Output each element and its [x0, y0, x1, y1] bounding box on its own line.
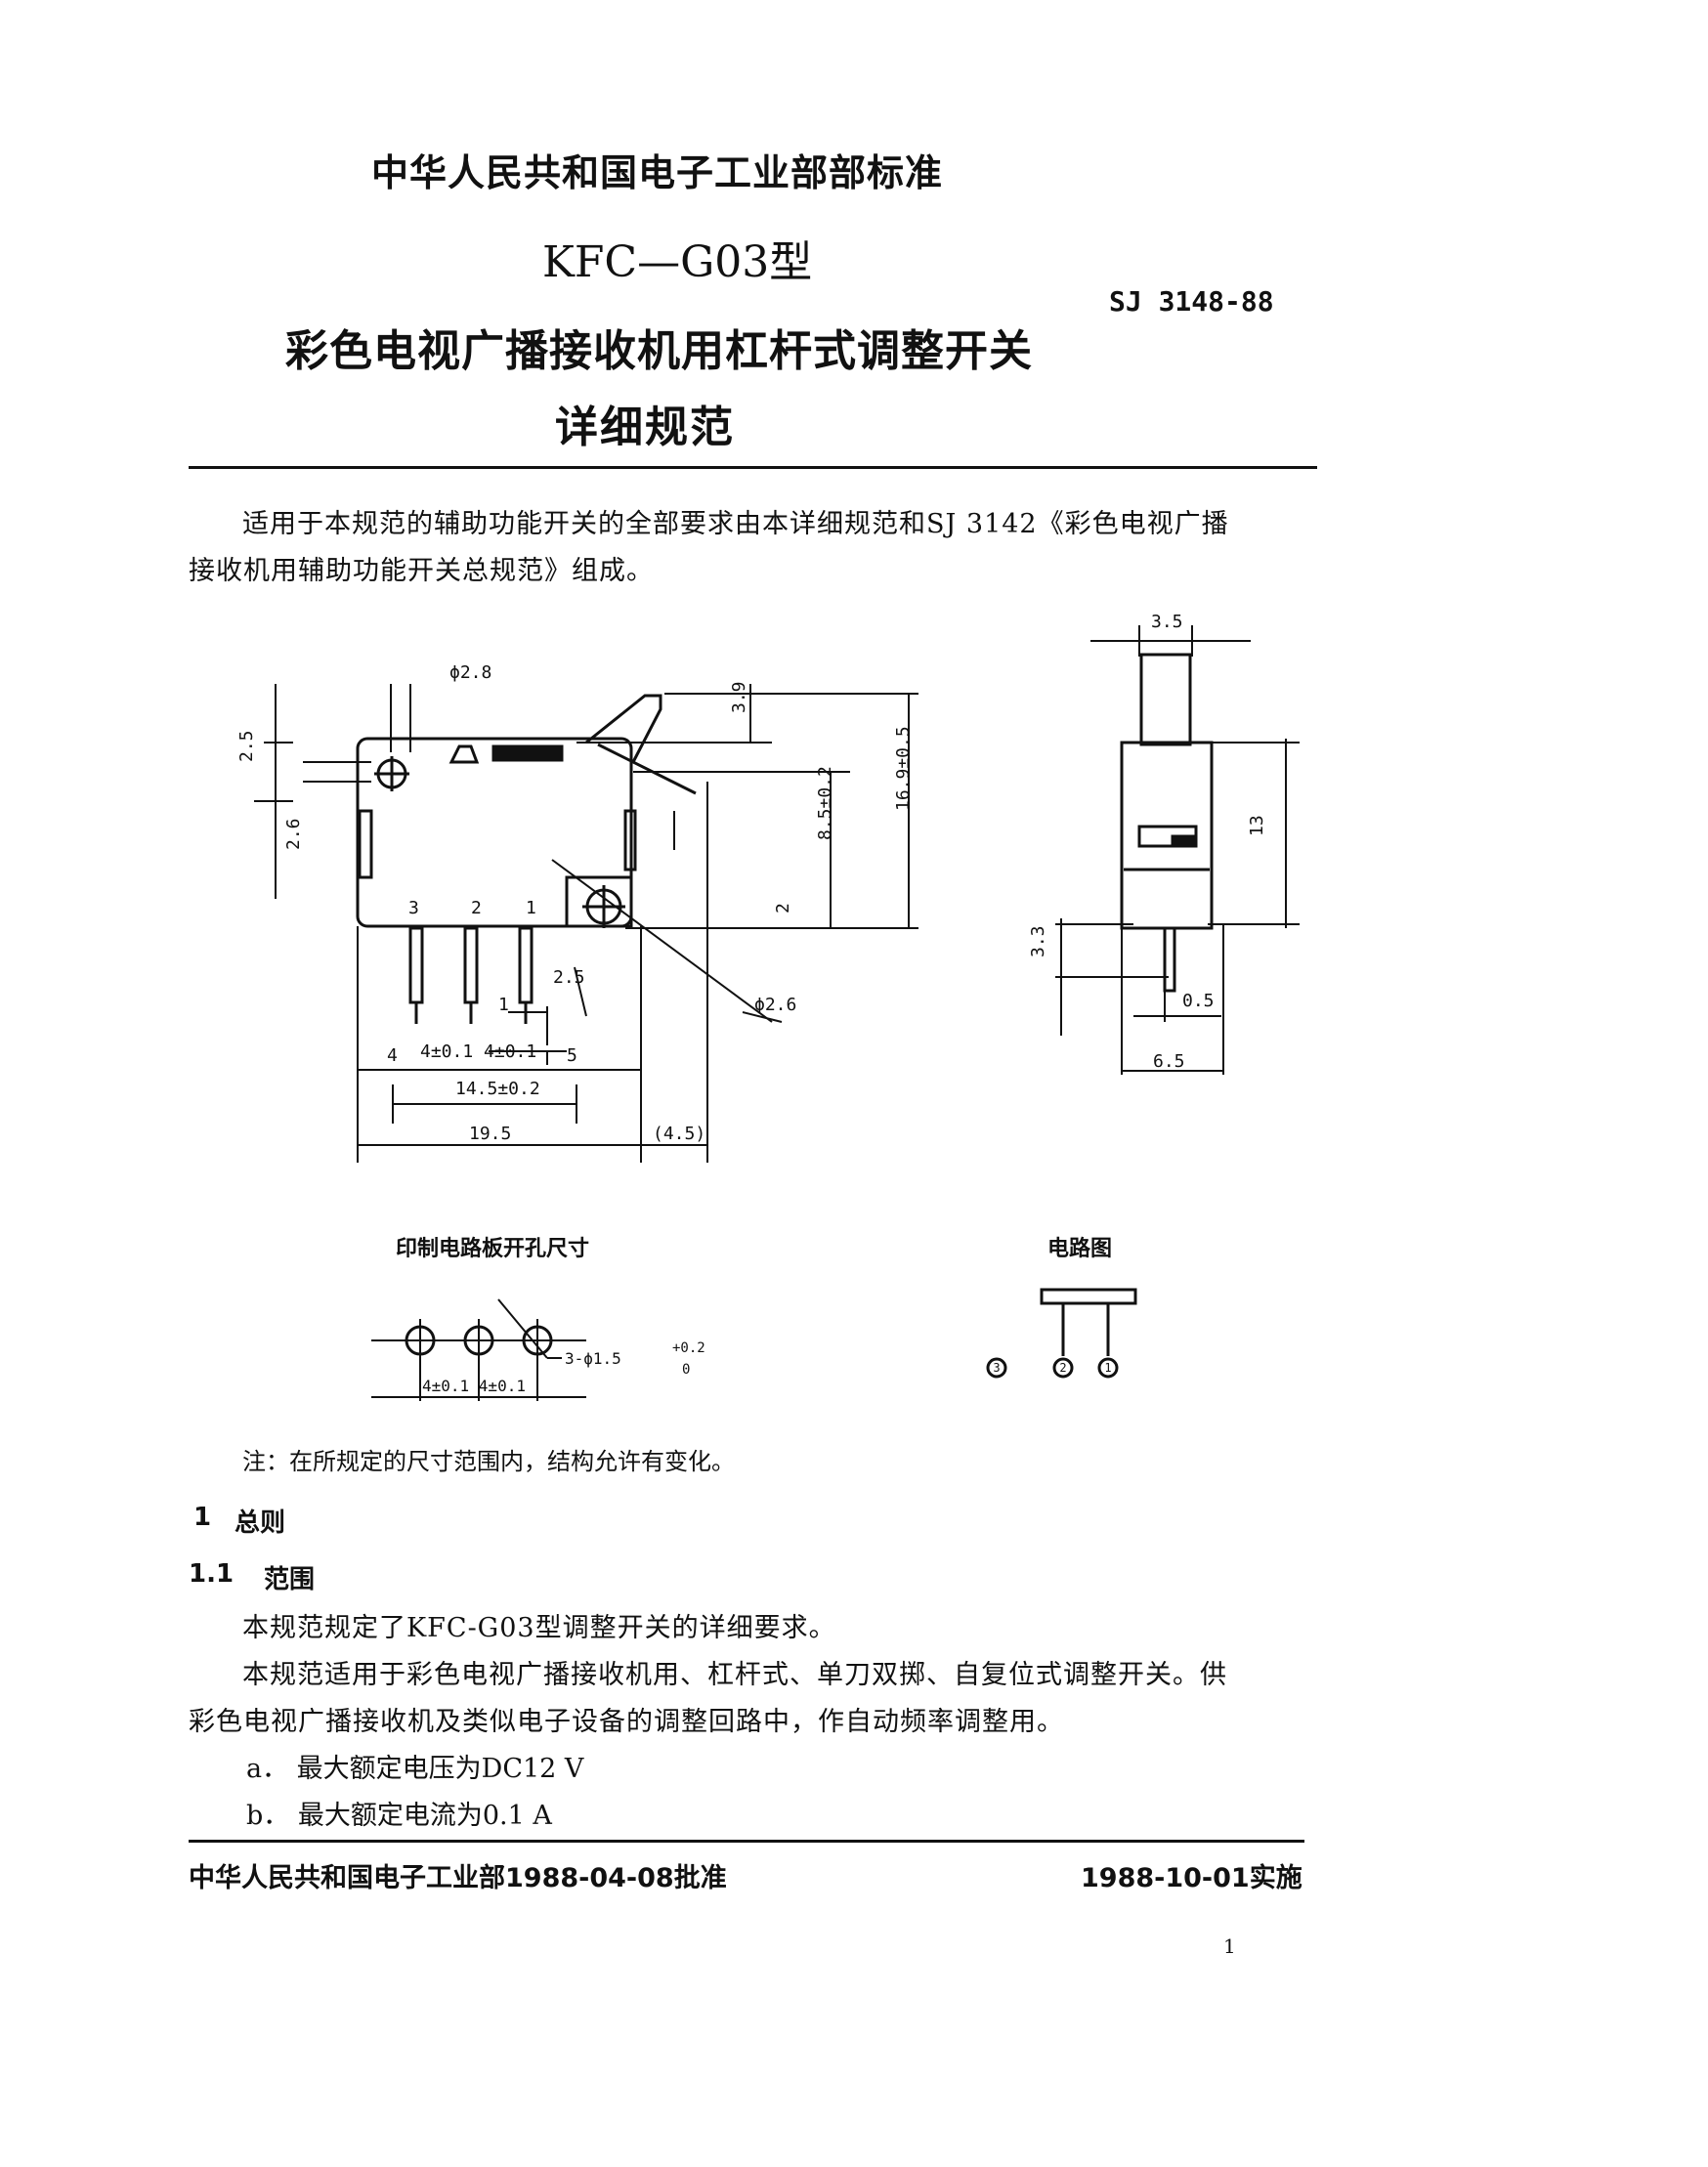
dim-2.5-left: 2.5: [236, 730, 257, 762]
dim-16.9: 16.9±0.5: [893, 726, 914, 811]
dim-3.3: 3.3: [1028, 925, 1048, 957]
list-item-b: b． 最大额定电流为0.1 A: [246, 1801, 552, 1831]
document-title: 彩色电视广播接收机用杠杆式调整开关: [285, 326, 1033, 376]
side-view: [1120, 653, 1214, 993]
dim-pin-pitch: 4±0.1 4±0.1: [420, 1041, 536, 1062]
standard-number: SJ 3148-88: [1109, 285, 1274, 318]
terminal-3-label: 3: [993, 1361, 1000, 1375]
dim-6.5: 6.5: [1153, 1051, 1185, 1072]
intro-line-2: 接收机用辅助功能开关总规范》组成。: [189, 556, 654, 586]
intro-line-1: 适用于本规范的辅助功能开关的全部要求由本详细规范和SJ 3142《彩色电视广播: [242, 509, 1229, 539]
effective-date: 1988-10-01实施: [1081, 1863, 1302, 1893]
dim-1: 1: [498, 995, 509, 1015]
list-item-a: a． 最大额定电压为DC12 V: [246, 1754, 584, 1784]
document-subtitle: 详细规范: [555, 403, 735, 452]
dim-0.5: 0.5: [1182, 991, 1215, 1011]
lever: [585, 694, 662, 763]
terminal-1-label: 1: [1104, 1361, 1111, 1375]
page-number: 1: [1223, 1934, 1236, 1958]
dim-2.5-pin: 2.5: [553, 967, 585, 988]
scope-paragraph-1: 本规范规定了KFC-G03型调整开关的详细要求。: [242, 1613, 836, 1643]
note-text: 注：在所规定的尺寸范围内，结构允许有变化。: [242, 1448, 735, 1475]
footer-rule: [189, 1840, 1304, 1843]
switch-outline-drawing: ϕ2.8 2.5 2.6 3.9 8.5±0.2 16.9±0.5 2 3 2 …: [236, 612, 1300, 1163]
header-rule: [189, 466, 1317, 469]
dim-3.9: 3.9: [729, 681, 749, 713]
terminal-1: [1097, 1357, 1119, 1379]
pin-label-5: 5: [567, 1045, 577, 1066]
terminal-2-label: 2: [1059, 1361, 1066, 1375]
pin-label-1: 1: [526, 898, 536, 918]
section-1-title: 总则: [235, 1508, 286, 1538]
section-1-number: 1: [193, 1503, 212, 1532]
approval-line: 中华人民共和国电子工业部1988-04-08批准: [189, 1863, 727, 1893]
pcb-tol-plus: +0.2: [672, 1340, 705, 1356]
dim-8.5: 8.5±0.2: [815, 766, 835, 840]
terminal-3: [986, 1357, 1007, 1379]
dim-13: 13: [1247, 815, 1267, 836]
dim-2.6-left: 2.6: [283, 818, 304, 850]
pcb-pitch: 4±0.1 4±0.1: [422, 1377, 526, 1395]
scope-paragraph-2-line-1: 本规范适用于彩色电视广播接收机用、杠杆式、单刀双掷、自复位式调整开关。供: [242, 1660, 1227, 1690]
dim-19.5: 19.5: [469, 1124, 511, 1144]
section-1-1-title: 范围: [264, 1565, 316, 1594]
scope-paragraph-2-line-2: 彩色电视广播接收机及类似电子设备的调整回路中，作自动频率调整用。: [189, 1707, 1064, 1737]
dim-4.5: (4.5): [653, 1124, 705, 1144]
model-title: KFC—G03型: [542, 237, 813, 287]
dim-3.5: 3.5: [1151, 612, 1183, 632]
terminal-2: [1052, 1357, 1074, 1379]
dim-14.5: 14.5±0.2: [455, 1079, 540, 1099]
pcb-hole-spec: 3-ϕ1.5: [565, 1349, 621, 1368]
circuit-diagram: 3 2 1: [986, 1288, 1137, 1379]
dim-phi-2.6: ϕ2.6: [754, 995, 796, 1015]
switch-body: [356, 737, 633, 928]
dim-phi-2.8: ϕ2.8: [449, 662, 491, 683]
dim-2: 2: [773, 903, 793, 914]
pin-label-3: 3: [408, 898, 419, 918]
pcb-cutout-drawing: 4±0.1 4±0.1 3-ϕ1.5 +0.2 0: [371, 1298, 705, 1401]
switch-blade: [1040, 1288, 1137, 1305]
pcb-tol-minus: 0: [682, 1362, 690, 1378]
pin-label-2: 2: [471, 898, 482, 918]
issuing-authority: 中华人民共和国电子工业部部标准: [371, 151, 944, 194]
pcb-cutout-label: 印制电路板开孔尺寸: [396, 1237, 590, 1261]
pin-label-4: 4: [387, 1045, 398, 1066]
circuit-label: 电路图: [1047, 1237, 1113, 1261]
section-1-1-number: 1.1: [189, 1559, 235, 1589]
